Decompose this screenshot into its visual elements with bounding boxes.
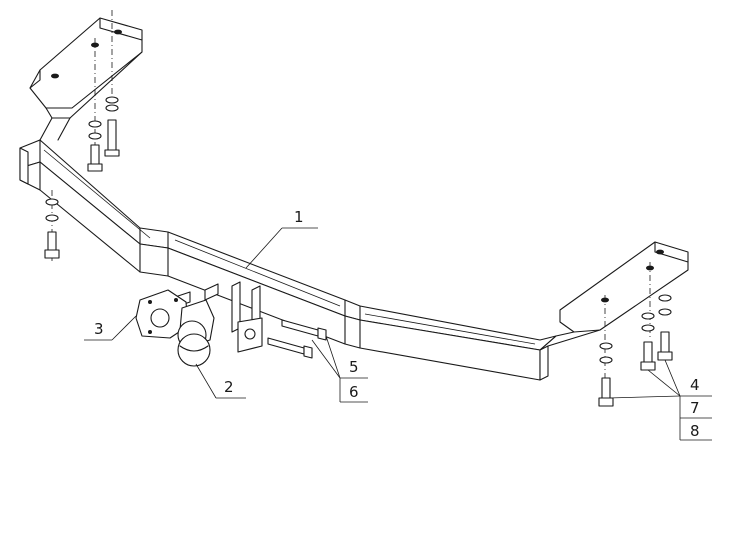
right-mounting-bracket <box>539 241 689 380</box>
leader-lines <box>84 227 712 441</box>
bracket-hole <box>114 29 122 35</box>
label-part-7: 7 <box>690 399 700 417</box>
bracket-hole <box>51 73 59 79</box>
tow-ball <box>177 299 215 367</box>
right-fasteners <box>598 294 673 407</box>
main-crossbar <box>19 139 557 381</box>
label-part-6: 6 <box>349 383 359 401</box>
bolts-5-6 <box>267 319 327 359</box>
label-part-4: 4 <box>690 376 700 394</box>
label-part-5: 5 <box>349 358 359 376</box>
bracket-hole <box>91 42 99 48</box>
socket-plate <box>135 289 189 339</box>
label-part-1: 1 <box>294 208 304 226</box>
label-part-8: 8 <box>690 422 700 440</box>
bracket-hole <box>656 249 664 255</box>
left-fasteners <box>44 96 120 262</box>
label-part-3: 3 <box>94 320 104 338</box>
label-part-2: 2 <box>224 378 234 396</box>
